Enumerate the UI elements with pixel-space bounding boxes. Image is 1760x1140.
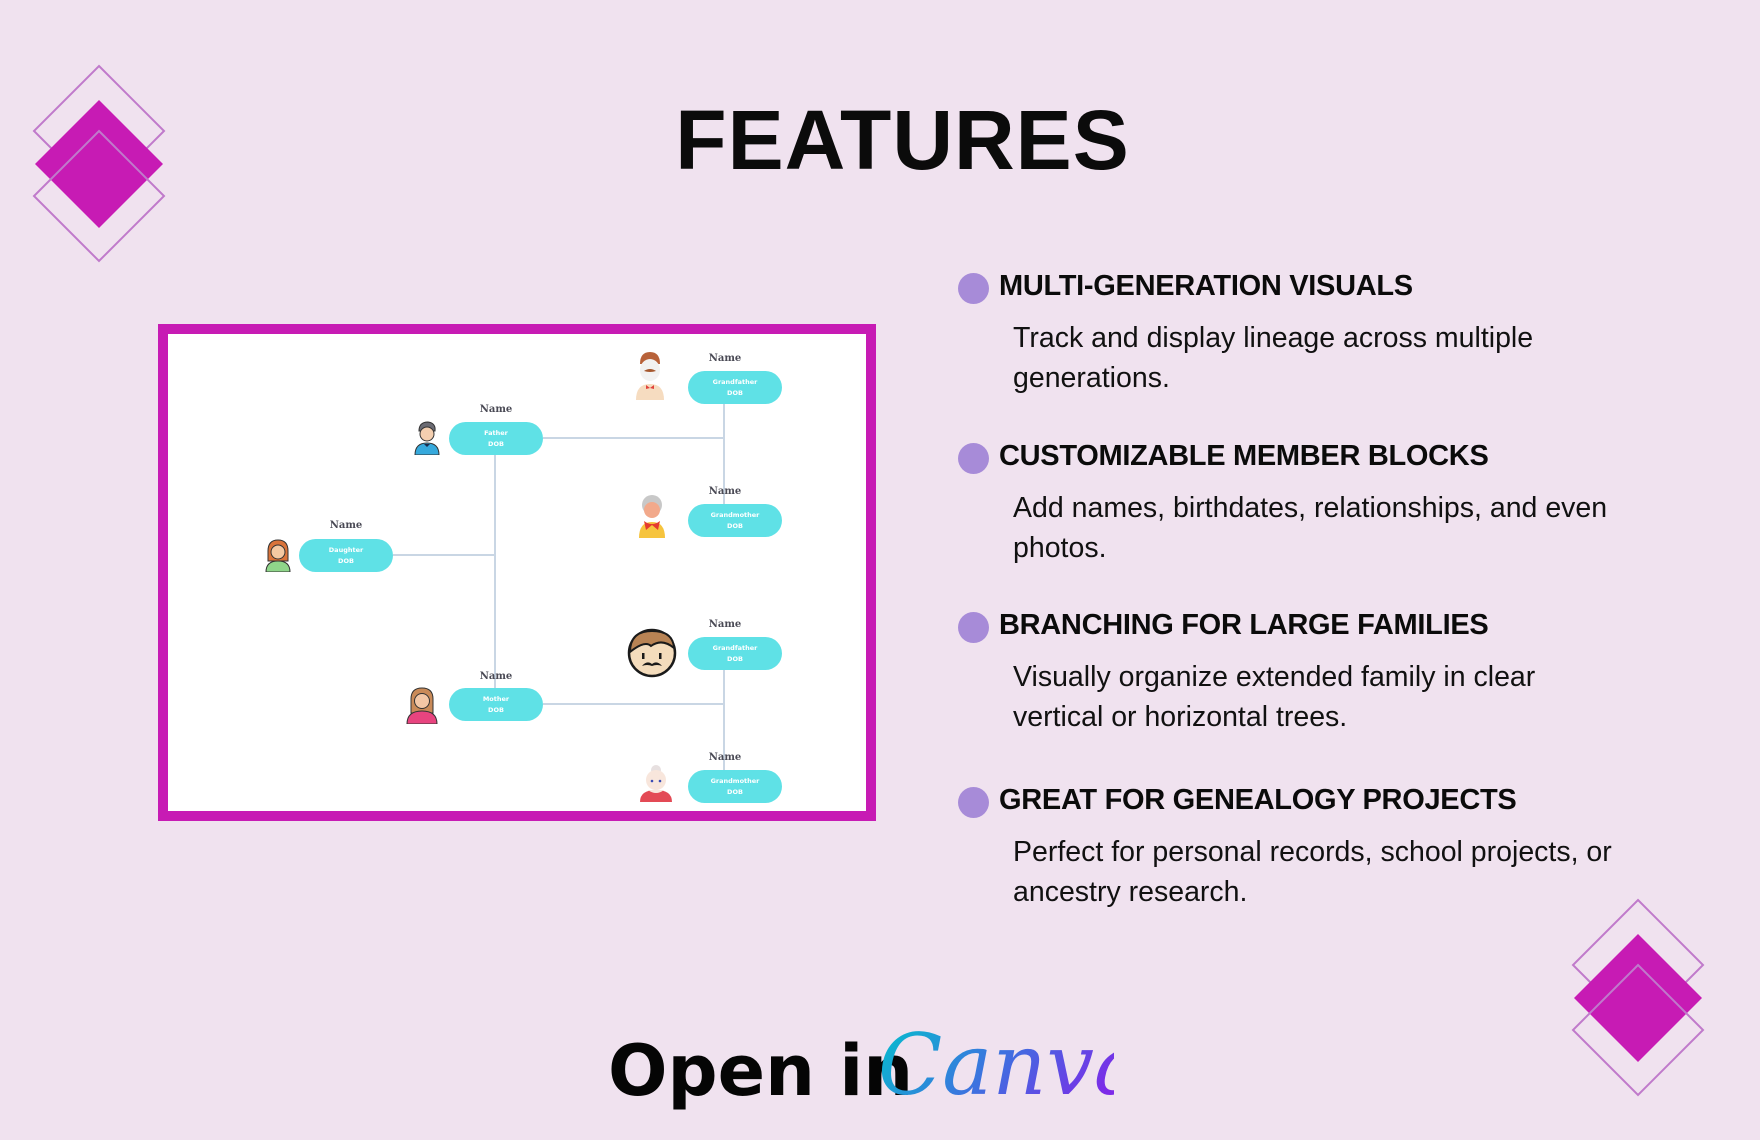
member-role-paternal-grandmother: Grandmother: [710, 510, 760, 519]
member-name-maternal-grandmother: Name: [708, 752, 742, 763]
member-dob-maternal-grandfather: DOB: [727, 654, 743, 663]
member-dob-daughter: DOB: [338, 556, 354, 565]
member-name-daughter: Name: [329, 520, 363, 531]
feature-body: Add names, birthdates, relationships, an…: [1013, 492, 1608, 564]
connector-father-grandparents: [543, 404, 725, 504]
bullet-dot-icon: [958, 273, 989, 304]
feature-heading: BRANCHING FOR LARGE FAMILIES: [999, 609, 1489, 641]
page-title-text: FEATURES: [675, 93, 1130, 187]
diamond-decoration-bottom-right: [1571, 898, 1705, 1097]
tree-connectors: [393, 404, 725, 770]
member-dob-paternal-grandmother: DOB: [727, 521, 743, 530]
member-block-maternal-grandfather[interactable]: Grandfather DOB: [688, 637, 782, 670]
member-name-paternal-grandmother: Name: [708, 486, 742, 497]
grandfather-avatar-icon: [636, 352, 664, 400]
feature-body: Visually organize extended family in cle…: [1013, 661, 1536, 733]
canva-logo-icon: Canva: [878, 1016, 1114, 1114]
connector-mother-grandparents: [543, 670, 725, 770]
canva-wordmark: Canva: [878, 1016, 1114, 1114]
member-role-paternal-grandfather: Grandfather: [712, 377, 758, 386]
member-name-father: Name: [479, 404, 513, 415]
member-block-daughter[interactable]: Daughter DOB: [299, 539, 393, 572]
member-name-maternal-grandfather: Name: [708, 619, 742, 630]
member-dob-maternal-grandmother: DOB: [727, 787, 743, 796]
open-in-label: Open in: [608, 1030, 914, 1112]
family-tree-preview: Name Daughter DOB Name Father DOB Name M…: [158, 324, 876, 821]
member-name-mother: Name: [479, 671, 513, 682]
member-block-paternal-grandmother[interactable]: Grandmother DOB: [688, 504, 782, 537]
member-block-mother[interactable]: Mother DOB: [449, 688, 543, 721]
member-block-father[interactable]: Father DOB: [449, 422, 543, 455]
feature-heading: GREAT FOR GENEALOGY PROJECTS: [999, 784, 1517, 816]
bullet-dot-icon: [958, 787, 989, 818]
feature-body: Track and display lineage across multipl…: [1013, 322, 1534, 394]
member-role-maternal-grandmother: Grandmother: [710, 776, 760, 785]
man-avatar-icon: [414, 421, 440, 455]
woman-avatar-icon: [406, 687, 438, 724]
member-dob-paternal-grandfather: DOB: [727, 388, 743, 397]
member-dob-mother: DOB: [488, 705, 504, 714]
page-title: FEATURES: [0, 92, 1700, 189]
member-block-maternal-grandmother[interactable]: Grandmother DOB: [688, 770, 782, 803]
member-role-mother: Mother: [482, 694, 510, 703]
feature-heading: CUSTOMIZABLE MEMBER BLOCKS: [999, 440, 1489, 472]
girl-avatar-icon: [265, 539, 291, 572]
mustache-man-avatar-icon: [627, 628, 677, 678]
grandmother-avatar-icon: [639, 495, 665, 538]
member-block-paternal-grandfather[interactable]: Grandfather DOB: [688, 371, 782, 404]
member-name-paternal-grandfather: Name: [708, 353, 742, 364]
member-role-maternal-grandfather: Grandfather: [712, 643, 758, 652]
bullet-dot-icon: [958, 612, 989, 643]
connector-daughter-parents: [393, 455, 496, 688]
feature-body: Perfect for personal records, school pro…: [1013, 836, 1612, 908]
bullet-dot-icon: [958, 443, 989, 474]
member-dob-father: DOB: [488, 439, 504, 448]
feature-heading: MULTI-GENERATION VISUALS: [999, 270, 1413, 302]
old-woman-avatar-icon: [640, 765, 672, 802]
member-role-father: Father: [484, 428, 508, 437]
diamond-decoration-top-left: [32, 64, 166, 263]
member-role-daughter: Daughter: [328, 545, 364, 554]
